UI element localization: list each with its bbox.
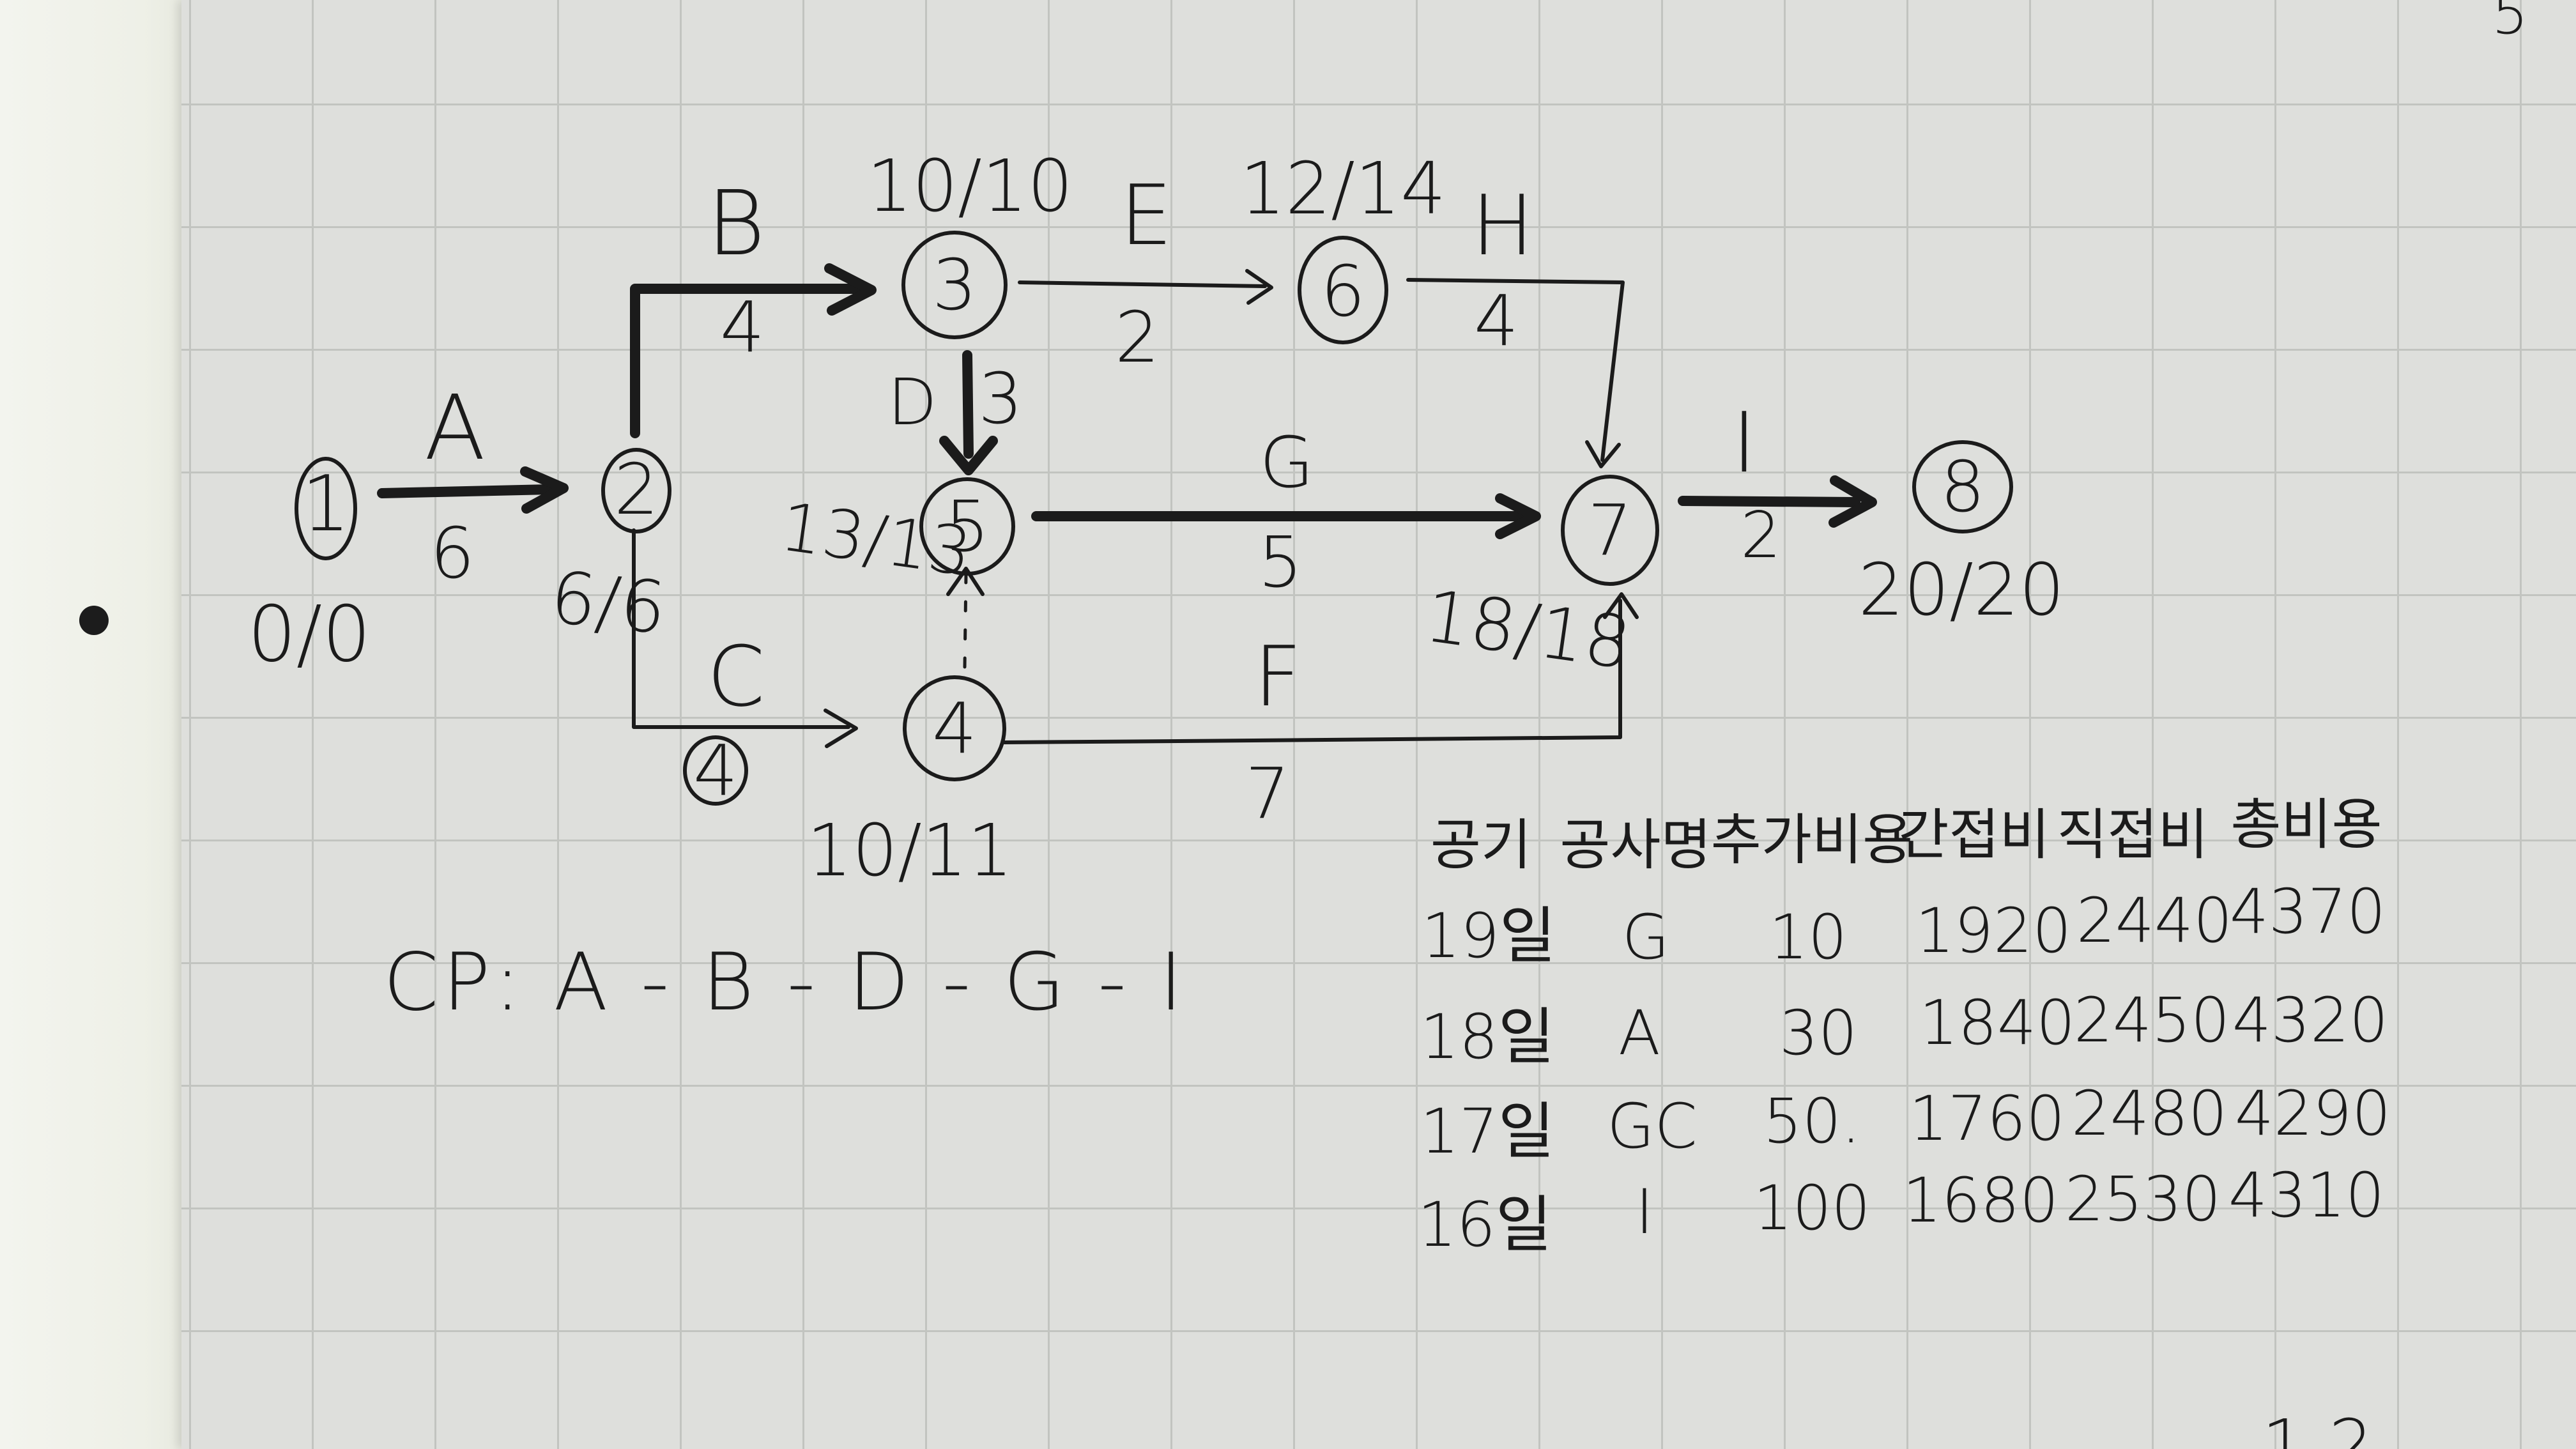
activity-arrow-d xyxy=(939,350,998,475)
corner-mark-bottom-right: 1 2 xyxy=(2262,1404,2373,1449)
activity-h-duration: 4 xyxy=(1474,280,1519,362)
activity-arrow-h xyxy=(1406,278,1625,468)
node-3: 3 xyxy=(901,231,1008,339)
svg-text:GC: GC xyxy=(1607,1091,1697,1162)
svg-text:1760: 1760 xyxy=(1909,1083,2065,1154)
svg-text:3: 3 xyxy=(932,244,977,326)
node-8: 8 xyxy=(1912,440,2013,533)
svg-text:17일: 17일 xyxy=(1420,1096,1554,1167)
svg-text:1680: 1680 xyxy=(1903,1165,2058,1236)
svg-text:2450: 2450 xyxy=(2074,985,2230,1056)
activity-arrow-b xyxy=(630,263,877,438)
node-6-time: 12/14 xyxy=(1240,148,1446,231)
header-activity: 공사명 xyxy=(1560,813,1711,877)
grid-paper xyxy=(181,0,2576,1449)
header-direct-cost: 직접비 xyxy=(2057,803,2208,867)
cost-table: 공기 공사명 추가비용 간접비 직접비 총비용 19일 G 10 1920 24… xyxy=(1418,793,2391,1261)
activity-h-name: H xyxy=(1471,177,1534,274)
table-row: 19일 G 10 1920 2440 4370 xyxy=(1422,876,2386,973)
activity-a-duration: 6 xyxy=(430,512,475,594)
node-6: 6 xyxy=(1298,236,1388,344)
svg-text:4: 4 xyxy=(932,687,977,769)
svg-text:50.: 50. xyxy=(1763,1085,1861,1157)
svg-text:2530: 2530 xyxy=(2065,1163,2221,1235)
dummy-arrow xyxy=(946,567,985,669)
header-added-cost: 추가비용 xyxy=(1711,808,1913,872)
svg-text:1920: 1920 xyxy=(1915,895,2071,967)
corner-mark-top-right: 5 xyxy=(2492,0,2528,47)
header-indirect-cost: 간접비 xyxy=(1898,803,2050,867)
svg-text:G: G xyxy=(1622,901,1669,973)
node-3-time: 10/10 xyxy=(867,145,1073,228)
activity-c-name: C xyxy=(707,628,765,725)
svg-text:6: 6 xyxy=(1321,250,1365,332)
svg-text:4320: 4320 xyxy=(2232,985,2388,1056)
svg-text:I: I xyxy=(1636,1176,1653,1248)
header-period: 공기 xyxy=(1430,813,1531,877)
svg-text:16일: 16일 xyxy=(1418,1189,1552,1261)
table-header-row: 공기 공사명 추가비용 간접비 직접비 총비용 xyxy=(1430,793,2382,877)
activity-f-name: F xyxy=(1254,628,1302,725)
svg-text:A: A xyxy=(1618,997,1660,1069)
node-2: 2 xyxy=(601,448,671,533)
tablet-bezel xyxy=(0,0,204,1449)
svg-text:4310: 4310 xyxy=(2228,1160,2384,1231)
node-1-time: 0/0 xyxy=(247,590,371,679)
svg-text:1840: 1840 xyxy=(1919,987,2075,1059)
activity-f-duration: 7 xyxy=(1245,753,1290,834)
activity-arrow-g xyxy=(1031,493,1541,539)
activity-d-name: D xyxy=(887,365,937,440)
critical-path-label: CP: A - B - D - G - I xyxy=(383,937,1186,1029)
node-2-time: 6/6 xyxy=(547,556,670,650)
svg-text:5: 5 xyxy=(945,486,990,567)
table-row: 18일 A 30 1840 2450 4320 xyxy=(1420,985,2388,1073)
node-7: 7 xyxy=(1561,475,1659,586)
activity-g-name: G xyxy=(1259,422,1314,503)
svg-text:7: 7 xyxy=(1588,489,1632,571)
svg-text:2480: 2480 xyxy=(2071,1078,2227,1149)
node-4-time: 10/11 xyxy=(807,809,1013,893)
svg-text:2: 2 xyxy=(614,448,659,530)
svg-text:30: 30 xyxy=(1779,997,1857,1069)
activity-arrow-a xyxy=(377,466,569,514)
activity-c-duration: 4 xyxy=(693,730,738,811)
table-row: 16일 I 100 1680 2530 4310 xyxy=(1418,1160,2384,1261)
activity-g-duration: 5 xyxy=(1258,521,1303,603)
svg-text:100: 100 xyxy=(1753,1172,1870,1244)
activity-i-name: I xyxy=(1732,394,1756,491)
node-5: 5 xyxy=(919,477,1015,576)
node-8-time: 20/20 xyxy=(1859,549,2065,632)
svg-text:10: 10 xyxy=(1769,901,1847,973)
camera-icon xyxy=(79,606,109,635)
activity-arrow-f xyxy=(1002,592,1639,744)
svg-text:2440: 2440 xyxy=(2076,885,2232,956)
activity-e-name: E xyxy=(1120,167,1172,264)
activity-e-duration: 2 xyxy=(1115,296,1160,378)
activity-a-name: A xyxy=(424,376,486,480)
header-total-cost: 총비용 xyxy=(2230,793,2382,857)
svg-text:19일: 19일 xyxy=(1422,900,1556,972)
svg-text:4290: 4290 xyxy=(2235,1078,2391,1149)
activity-b-duration: 4 xyxy=(720,286,765,368)
svg-text:18일: 18일 xyxy=(1420,1001,1554,1073)
node-4: 4 xyxy=(903,675,1006,781)
table-row: 17일 GC 50. 1760 2480 4290 xyxy=(1420,1078,2391,1167)
activity-c-duration-circle xyxy=(683,735,748,806)
svg-text:8: 8 xyxy=(1940,446,1985,528)
node-1: 1 xyxy=(295,457,357,560)
activity-b-name: B xyxy=(707,172,765,276)
activity-i-duration: 2 xyxy=(1740,498,1781,572)
activity-d-duration: 3 xyxy=(978,358,1023,440)
svg-text:1: 1 xyxy=(302,460,350,549)
activity-arrow-c xyxy=(632,528,858,748)
activity-arrow-e xyxy=(1018,269,1273,305)
svg-text:4370: 4370 xyxy=(2230,876,2386,947)
node-7-time: 18/18 xyxy=(1420,575,1636,686)
activity-arrow-i xyxy=(1678,475,1877,528)
